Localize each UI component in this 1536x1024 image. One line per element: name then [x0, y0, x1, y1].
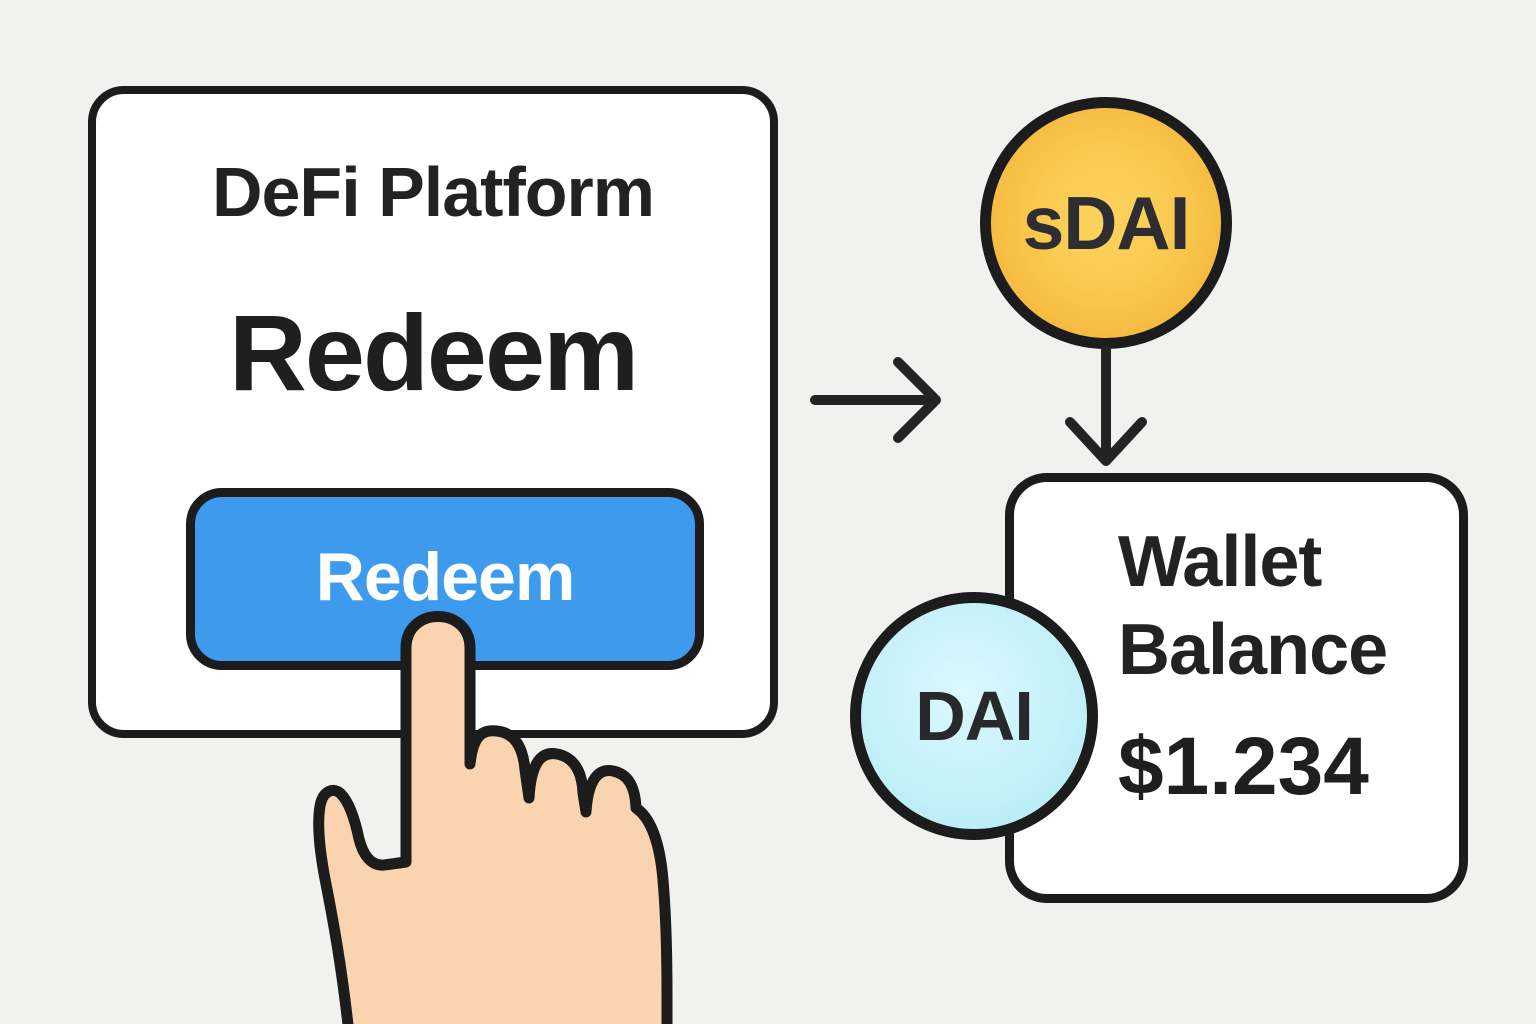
pointing-hand-icon [313, 611, 673, 1024]
wallet-title: Wallet Balance [1118, 518, 1388, 694]
defi-platform-title: DeFi Platform [211, 153, 655, 231]
redeem-heading: Redeem [228, 292, 639, 413]
sdai-coin: sDAI [980, 97, 1232, 349]
redeem-button[interactable]: Redeem [186, 488, 704, 670]
wallet-title-line2: Balance [1118, 610, 1388, 690]
redeem-button-label: Redeem [315, 539, 576, 615]
arrow-down-icon [1065, 345, 1147, 466]
wallet-balance-amount: $1.234 [1118, 721, 1369, 812]
wallet-title-line1: Wallet [1118, 522, 1322, 602]
dai-coin-label: DAI [915, 677, 1034, 755]
dai-coin: DAI [850, 592, 1098, 840]
arrow-right-icon [810, 357, 941, 443]
sdai-coin-label: sDAI [1022, 181, 1191, 265]
defi-platform-card: DeFi Platform Redeem Redeem [88, 86, 778, 738]
